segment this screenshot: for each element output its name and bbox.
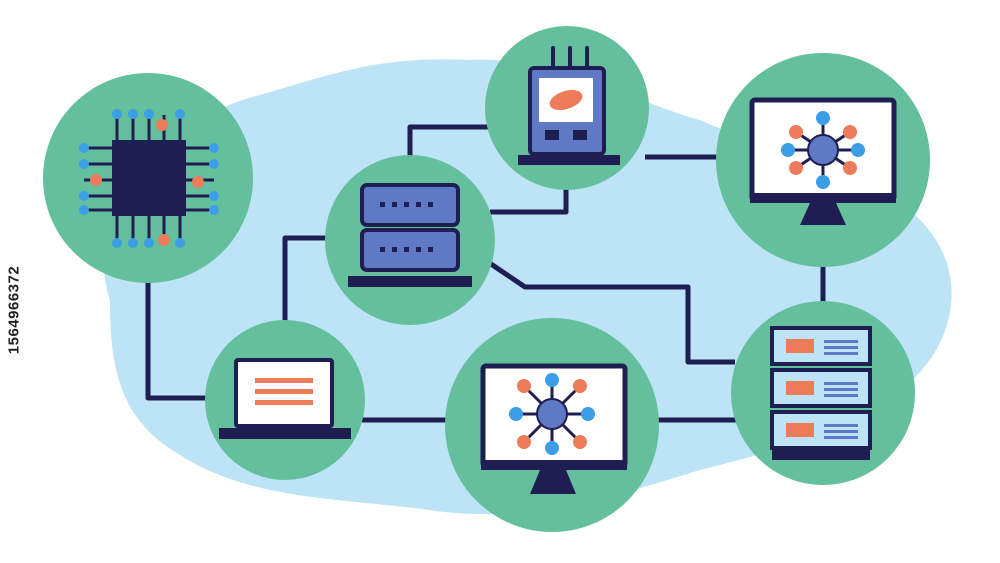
link-server-rack bbox=[486, 259, 735, 365]
link-laptop-server bbox=[282, 235, 333, 322]
laptop-icon bbox=[219, 358, 351, 439]
server-rack-icon bbox=[770, 326, 872, 460]
connector-lines bbox=[145, 124, 826, 423]
server-stack-icon bbox=[348, 183, 472, 287]
link-chip-laptop bbox=[145, 280, 210, 401]
link-server-router bbox=[407, 124, 490, 160]
network-monitor-icon bbox=[749, 97, 897, 225]
link-server-router-2 bbox=[490, 182, 569, 215]
microchip-icon bbox=[79, 109, 219, 248]
stock-image-id: 1564966372 bbox=[5, 265, 23, 355]
wifi-router-icon bbox=[518, 46, 620, 165]
network-monitor-icon bbox=[480, 363, 628, 494]
